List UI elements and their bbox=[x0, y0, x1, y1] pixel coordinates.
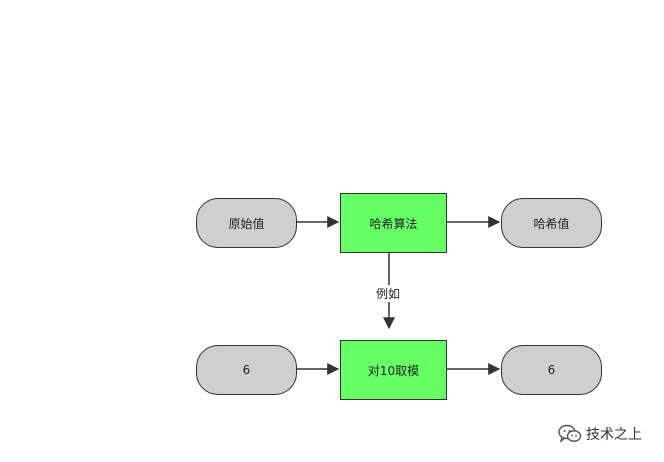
node-label: 哈希算法 bbox=[369, 216, 418, 231]
edge-label-example: 例如 bbox=[374, 285, 403, 302]
node-label: 对10取模 bbox=[367, 363, 420, 378]
node-example-output: 6 bbox=[501, 345, 602, 395]
node-hash-algorithm: 哈希算法 bbox=[340, 193, 447, 253]
node-label: 原始值 bbox=[228, 216, 265, 231]
watermark: 技术之上 bbox=[558, 424, 642, 444]
node-mod-operation: 对10取模 bbox=[340, 340, 447, 400]
node-hash-value: 哈希值 bbox=[501, 198, 602, 248]
node-label: 哈希值 bbox=[533, 216, 570, 231]
watermark-text: 技术之上 bbox=[586, 427, 642, 443]
wechat-icon bbox=[558, 424, 582, 443]
node-label: 6 bbox=[547, 363, 556, 377]
node-example-input: 6 bbox=[196, 345, 297, 395]
node-label: 6 bbox=[242, 363, 251, 377]
node-original-value: 原始值 bbox=[196, 198, 297, 248]
